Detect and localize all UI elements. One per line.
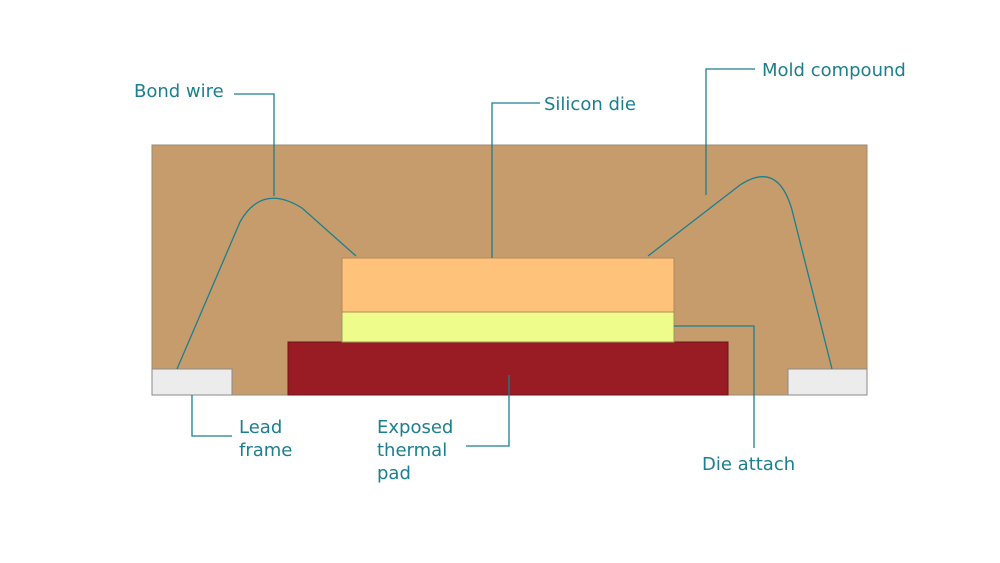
bond-wire-left: [176, 197, 357, 370]
leader-lead-frame: [191, 395, 232, 437]
leader-mold-compound: [705, 68, 755, 195]
leader-bond-wire: [234, 93, 275, 196]
label-thermal-pad-line3: pad: [377, 463, 411, 484]
lead-frame-right: [787, 368, 868, 396]
label-thermal-pad-line1: Exposed: [377, 417, 453, 438]
leader-thermal-pad: [466, 375, 510, 447]
die-attach-layer: [341, 311, 675, 343]
leader-die-attach: [674, 325, 755, 448]
label-lead-frame-line2: frame: [239, 440, 292, 461]
label-thermal-pad-line2: thermal: [377, 440, 447, 461]
silicon-die: [341, 257, 675, 313]
exposed-thermal-pad: [287, 341, 729, 396]
lead-frame-left: [151, 368, 233, 396]
label-bond-wire: Bond wire: [134, 81, 224, 102]
label-lead-frame-line1: Lead: [239, 417, 282, 438]
bond-wire-right: [647, 176, 833, 370]
label-die-attach: Die attach: [702, 454, 795, 475]
leader-silicon-die: [491, 102, 540, 258]
label-mold-compound: Mold compound: [762, 60, 906, 81]
label-silicon-die: Silicon die: [544, 94, 636, 115]
